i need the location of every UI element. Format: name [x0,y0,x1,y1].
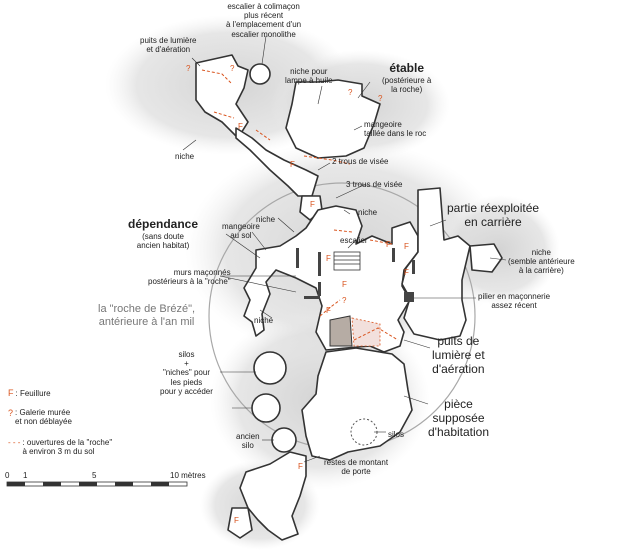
marker-feuillure: F [310,200,315,209]
scale-label-1: 1 [23,471,28,480]
leader-lines [182,35,507,463]
label-dependance: dépendance (sans doute ancien habitat) [128,217,199,250]
scale-label-0: 0 [5,471,10,480]
marker-feuillure: F [404,242,409,251]
label-piece: pièce supposée d'habitation [428,397,490,439]
label-silos-right: silos [388,430,405,439]
label-escalier-colimacon: escalier à colimaçon plus récent à l'emp… [226,2,302,39]
label-etable: étable (postérieure à la roche) [382,61,432,94]
marker-galerie: ? [342,296,347,305]
marker-feuillure: F [326,306,331,315]
label-partie-reexploitee: partie réexploitée en carrière [447,201,540,229]
marker-feuillure: F [238,122,243,131]
legend-ouvertures: - - -: ouvertures de la "roche" à enviro… [8,438,113,457]
label-puits-top: puits de lumière et d'aération [140,36,197,55]
marker-galerie: ? [230,64,235,73]
marker-feuillure: F [298,462,303,471]
marker-galerie: ? [348,88,353,97]
label-ancien-silo: ancien silo [236,432,260,451]
label-murs-maconnes: murs maçonnés postérieurs à la "roche" [148,268,231,287]
marker-galerie: ? [378,94,383,103]
marker-feuillure: F [234,516,239,525]
scale-bar [6,481,188,487]
scale-label-10: 10 mètres [170,471,206,480]
label-niche-low: niche [254,316,274,325]
cave-walls [195,54,503,541]
label-restes: restes de montant de porte [324,458,389,477]
label-puits-big: puits de lumière et d'aération [432,334,485,376]
label-niche-center: niche [358,208,378,217]
label-niche-lampe: niche pour lampe à huile [285,67,333,86]
label-silos-left: silos + "niches" pour les pieds pour y a… [160,350,213,396]
label-niche-right: niche (semble antérieure à la carrière) [508,248,575,276]
marker-feuillure: F [290,160,295,169]
marker-feuillure: F [326,254,331,263]
pillar-hatch [329,315,381,347]
escalier-steps [333,251,361,271]
marker-galerie: ? [186,64,191,73]
label-niche-mid: niche [256,215,276,224]
marker-feuillure: F [342,280,347,289]
marker-feuillure: F [404,268,409,277]
legend-feuillure: F: Feuillure [8,388,51,398]
label-mangeoire-sol: mangeoire au sol [222,222,260,241]
scale-label-5: 5 [92,471,97,480]
label-trous-2: 2 trous de visée [332,157,389,166]
label-roche-breze: la "roche de Brézé", antérieure à l'an m… [98,303,196,328]
label-mangeoire-roc: mangeoire taillée dans le roc [364,120,427,139]
label-escalier: escalier [340,236,368,245]
openings-dashed [201,69,399,341]
marker-feuillure: F [386,240,391,249]
label-niche-left: niche [175,152,195,161]
masonry-walls [296,248,415,302]
label-pilier: pilier en maçonnerie assez récent [478,292,551,311]
label-trous-3: 3 trous de visée [346,180,403,189]
legend-galerie: ?: Galerie murée et non déblayée [8,408,72,427]
